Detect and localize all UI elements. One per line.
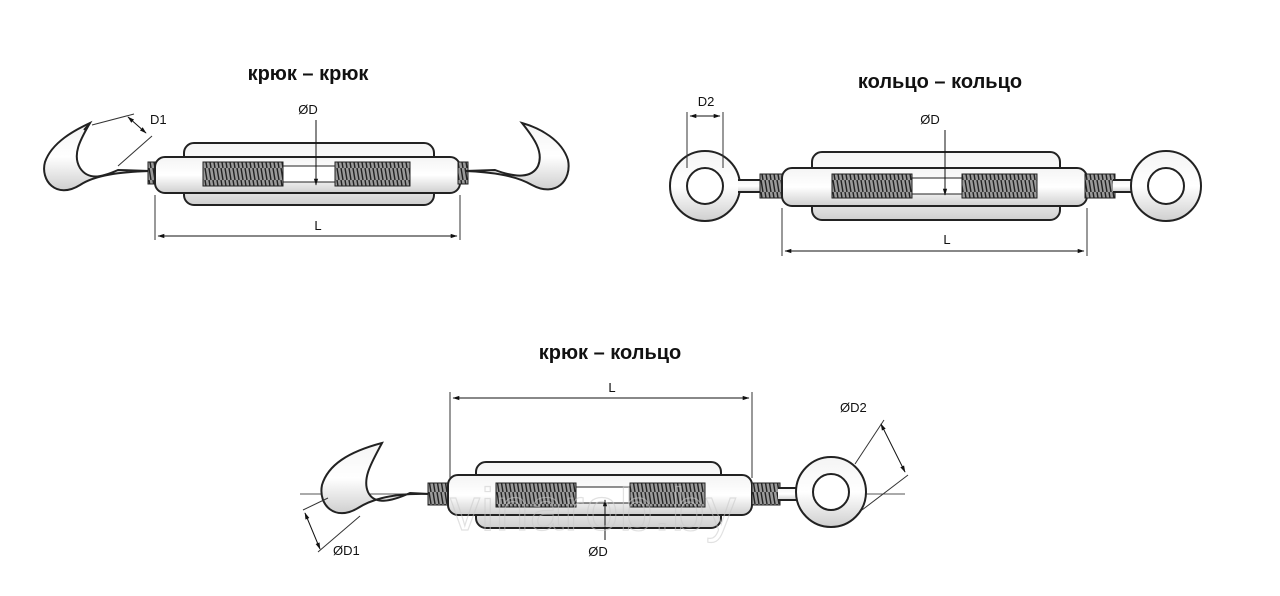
label-od1: ØD1 [333,543,360,558]
right-eye [1113,150,1202,222]
hook-hook-group: крюк – крюк L ØD [43,63,570,240]
thread-left [759,173,785,199]
label-l: L [608,380,615,395]
left-eye [669,150,763,222]
label-od: ØD [920,112,940,127]
title-ring-ring: кольцо – кольцо [858,71,1022,93]
thread-right [1084,173,1116,199]
hook-ring-group: крюк – кольцо L ØD [300,342,909,559]
thread-left [427,482,451,506]
dimension-lines: L ØD D1 [91,102,461,240]
turnbuckle-body [781,151,1088,221]
right-hook [464,121,570,191]
thread-right [457,161,469,185]
label-od: ØD [588,544,608,559]
label-l: L [314,218,321,233]
label-l: L [943,232,950,247]
thread-right [751,482,781,506]
watermark: vinarob.by [450,476,737,543]
label-od: ØD [298,102,318,117]
label-od2: ØD2 [840,400,867,415]
dimension-lines: L ØD D2 [686,94,1088,256]
label-d1: D1 [150,112,167,127]
label-d2: D2 [698,94,715,109]
turnbuckle-body [154,142,461,206]
dimension-lines: L ØD ØD2 ØD1 [302,380,909,559]
left-hook [43,120,151,192]
ring-ring-group: кольцо – кольцо L ØD [669,71,1202,256]
title-hook-ring: крюк – кольцо [539,342,682,364]
left-hook [320,441,431,515]
right-eye [778,456,867,528]
turnbuckle-body [447,461,753,529]
title-hook-hook: крюк – крюк [248,63,370,85]
